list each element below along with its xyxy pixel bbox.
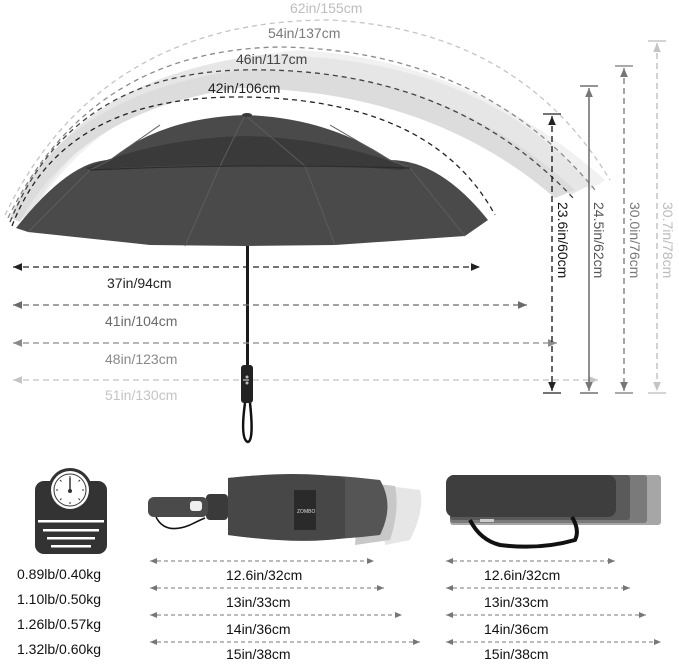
folded-length-1: 13in/33cm (226, 594, 291, 610)
arc-label-54in: 54in/137cm (268, 25, 340, 41)
weight-label-3: 1.32lb/0.60kg (17, 641, 101, 657)
weight-label-0: 0.89lb/0.40kg (17, 566, 101, 582)
height-lines (543, 40, 666, 394)
folded-length-2: 14in/36cm (226, 621, 291, 637)
span-label-48in: 48in/123cm (105, 351, 177, 367)
height-label-23-6in: 23.6in/60cm (555, 202, 571, 278)
open-umbrella-canopy (16, 113, 488, 247)
span-label-51in: 51in/130cm (105, 387, 177, 403)
sleeve-length-1: 13in/33cm (484, 594, 549, 610)
sleeve-length-lines (446, 558, 661, 645)
weight-label-1: 1.10lb/0.50kg (17, 591, 101, 607)
folded-umbrella: ZOMBO (148, 474, 422, 545)
sleeve-length-2: 14in/36cm (484, 621, 549, 637)
scale-icon (35, 468, 107, 554)
sleeve-length-0: 12.6in/32cm (484, 567, 560, 583)
height-label-24-5in: 24.5in/62cm (591, 202, 607, 278)
weight-label-2: 1.26lb/0.57kg (17, 616, 101, 632)
arc-label-62in: 62in/155cm (290, 0, 362, 16)
span-label-37in: 37in/94cm (107, 275, 172, 291)
arc-label-42in: 42in/106cm (208, 80, 280, 96)
umbrella-shaft-handle (241, 246, 253, 444)
folded-length-3: 15in/38cm (226, 646, 291, 662)
folded-length-lines (150, 558, 420, 645)
ghost-canopies (10, 50, 605, 222)
umbrella-sleeve (446, 475, 661, 549)
span-lines (13, 263, 598, 384)
arc-width-lines (4, 19, 611, 227)
arc-label-46in: 46in/117cm (236, 51, 307, 67)
brand-tag: ZOMBO (297, 509, 315, 515)
span-label-41in: 41in/104cm (105, 313, 177, 329)
height-label-30-7in: 30.7in/78cm (660, 202, 676, 278)
height-label-30-0in: 30.0in/76cm (627, 202, 643, 278)
sleeve-length-3: 15in/38cm (484, 646, 549, 662)
folded-length-0: 12.6in/32cm (226, 567, 302, 583)
